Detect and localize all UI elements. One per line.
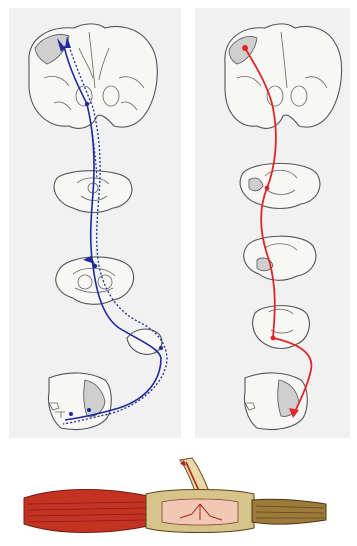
brain-coronal-section bbox=[29, 24, 157, 129]
left-panel-blue-pathway bbox=[9, 8, 181, 438]
midbrain-section-right bbox=[240, 163, 320, 208]
blue-pathway-diagram bbox=[9, 8, 181, 438]
jaw-face-sketch-right bbox=[245, 373, 308, 430]
medulla-section-right bbox=[253, 306, 310, 349]
bottom-muscle-nerve-illustration bbox=[0, 448, 357, 546]
tendon-bundle bbox=[146, 490, 254, 533]
pons-section-right bbox=[244, 236, 316, 280]
red-pathway-diagram bbox=[195, 8, 350, 438]
right-panel-red-pathway bbox=[195, 8, 350, 438]
brain-coronal-section-right bbox=[225, 24, 342, 129]
tendon-right bbox=[252, 499, 326, 524]
muscle-nerve-diagram bbox=[0, 448, 357, 546]
muscle-fibers bbox=[24, 490, 148, 533]
